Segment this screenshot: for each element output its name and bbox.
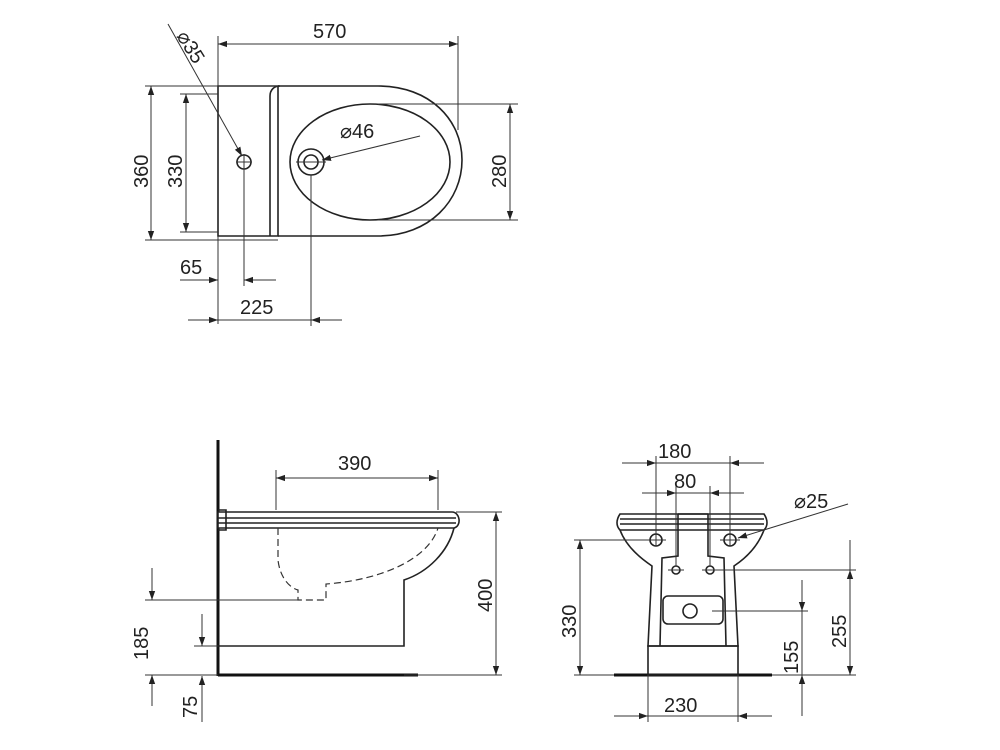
top-view-rim-line [269,85,281,236]
dim-drain-46: ⌀46 [340,121,374,143]
dim-230: 230 [664,695,697,717]
side-view: 390 400 185 75 [131,440,502,722]
inner-bowl [289,103,451,221]
dim-330-front: 330 [559,605,581,638]
front-body [619,529,765,647]
dim-225: 225 [240,297,273,319]
dim-155: 155 [781,641,803,674]
dim-255: 255 [829,615,851,648]
dim-330-top: 330 [165,155,187,188]
dim-360: 360 [131,155,153,188]
top-view-outline [217,85,279,237]
top-view-bowl-outline [278,85,463,237]
side-rim [217,511,460,529]
dim-tap-hole-35: ⌀35 [172,27,209,68]
side-body [218,527,455,647]
front-base [647,645,739,676]
front-outlet-hole [682,603,698,619]
dim-570: 570 [313,21,346,43]
dim-holes-25: ⌀25 [794,491,828,513]
top-view: 570 ⌀35 ⌀46 360 330 280 65 225 [131,21,518,326]
dim-390: 390 [338,453,371,475]
front-outlet [662,595,724,625]
side-bowl-hidden [277,527,439,601]
dim-65: 65 [180,257,202,279]
dim-400: 400 [475,579,497,612]
dim-280: 280 [489,155,511,188]
dim-185: 185 [131,627,153,660]
front-channel [659,514,727,647]
dim-80: 80 [674,471,696,493]
front-rim [616,513,768,531]
dim-180: 180 [658,441,691,463]
front-view: 180 80 ⌀25 330 155 255 23 [559,441,856,722]
dim-75: 75 [180,696,202,718]
